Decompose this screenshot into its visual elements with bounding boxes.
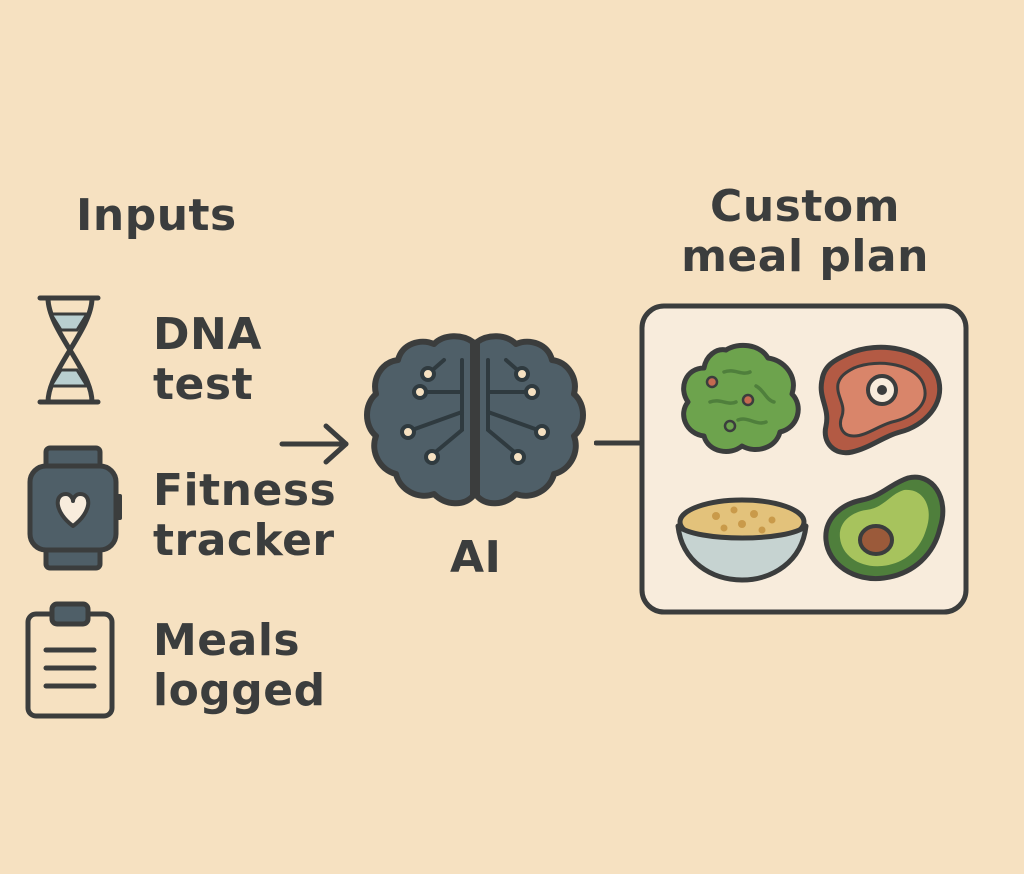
ai-label: AI (450, 532, 502, 583)
brain-circuit-icon (364, 333, 586, 507)
avocado-icon (823, 474, 946, 582)
input-label-meals: Meals logged (153, 616, 326, 716)
smartwatch-icon (27, 445, 122, 571)
clipboard-icon (25, 601, 115, 719)
input-label-line2: logged (153, 665, 326, 716)
input-label-line1: Fitness (153, 465, 337, 516)
input-label-line1: DNA (153, 309, 262, 360)
input-label-line2: test (153, 359, 254, 410)
input-label-fitness: Fitness tracker (153, 466, 336, 566)
input-label-line2: tracker (153, 515, 335, 566)
output-title-line2: meal plan (681, 231, 929, 282)
meal-plan-panel (639, 303, 969, 615)
inputs-title: Inputs (76, 190, 237, 241)
steak-icon (818, 344, 943, 456)
output-title-line1: Custom (710, 181, 900, 232)
output-title: Custom meal plan (640, 182, 970, 282)
connector-line (594, 440, 644, 446)
dna-icon (37, 295, 101, 405)
grain-bowl-icon (675, 497, 809, 583)
leafy-greens-icon (681, 342, 801, 454)
input-label-line1: Meals (153, 615, 301, 666)
arrow-right-icon (279, 423, 349, 465)
input-label-dna: DNA test (153, 310, 262, 410)
